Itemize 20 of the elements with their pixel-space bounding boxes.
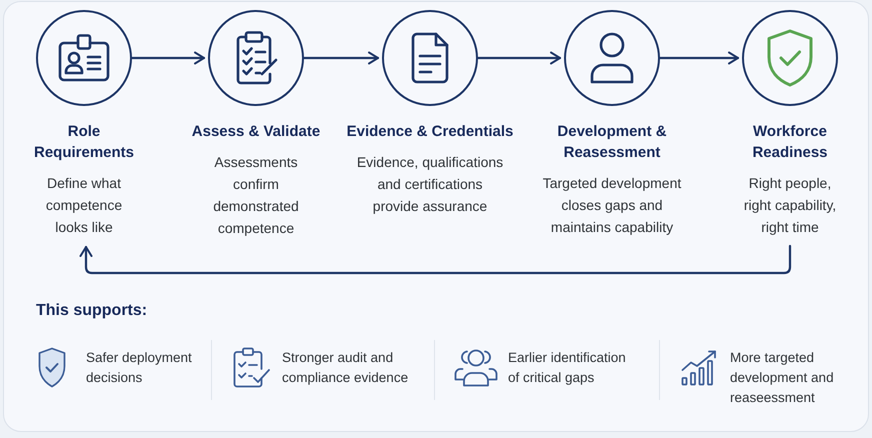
arrow xyxy=(476,52,562,64)
step-title: Evidence & Credentials xyxy=(346,122,514,142)
arrow xyxy=(80,244,792,274)
step-title: Workforce Readiness xyxy=(751,122,829,163)
step-description: Evidence, qualifications and certifications provide assurance xyxy=(356,153,504,216)
step-description: Targeted development closes gaps and maintains capability xyxy=(542,174,682,237)
section-heading: This supports: xyxy=(36,301,148,321)
benefit-text: Stronger audit and compliance evidence xyxy=(282,349,410,387)
step-description: Assessments confirm demonstrated competence xyxy=(212,153,300,238)
arrow xyxy=(302,52,380,64)
step-title: Development & Reasessment xyxy=(556,122,668,163)
step-description: Right people, right capability, right time xyxy=(742,174,838,237)
arrow xyxy=(130,52,206,64)
arrow xyxy=(658,52,740,64)
benefit-text: Earlier identification of critical gaps xyxy=(508,349,627,387)
benefit-text: Safer deployment decisions xyxy=(86,349,193,387)
step-title: Role Requirements xyxy=(32,122,136,163)
benefit-text: More targeted development and reaseessment xyxy=(730,349,835,407)
step-description: Define what competence looks like xyxy=(44,174,124,237)
step-title: Assess & Validate xyxy=(190,122,322,142)
